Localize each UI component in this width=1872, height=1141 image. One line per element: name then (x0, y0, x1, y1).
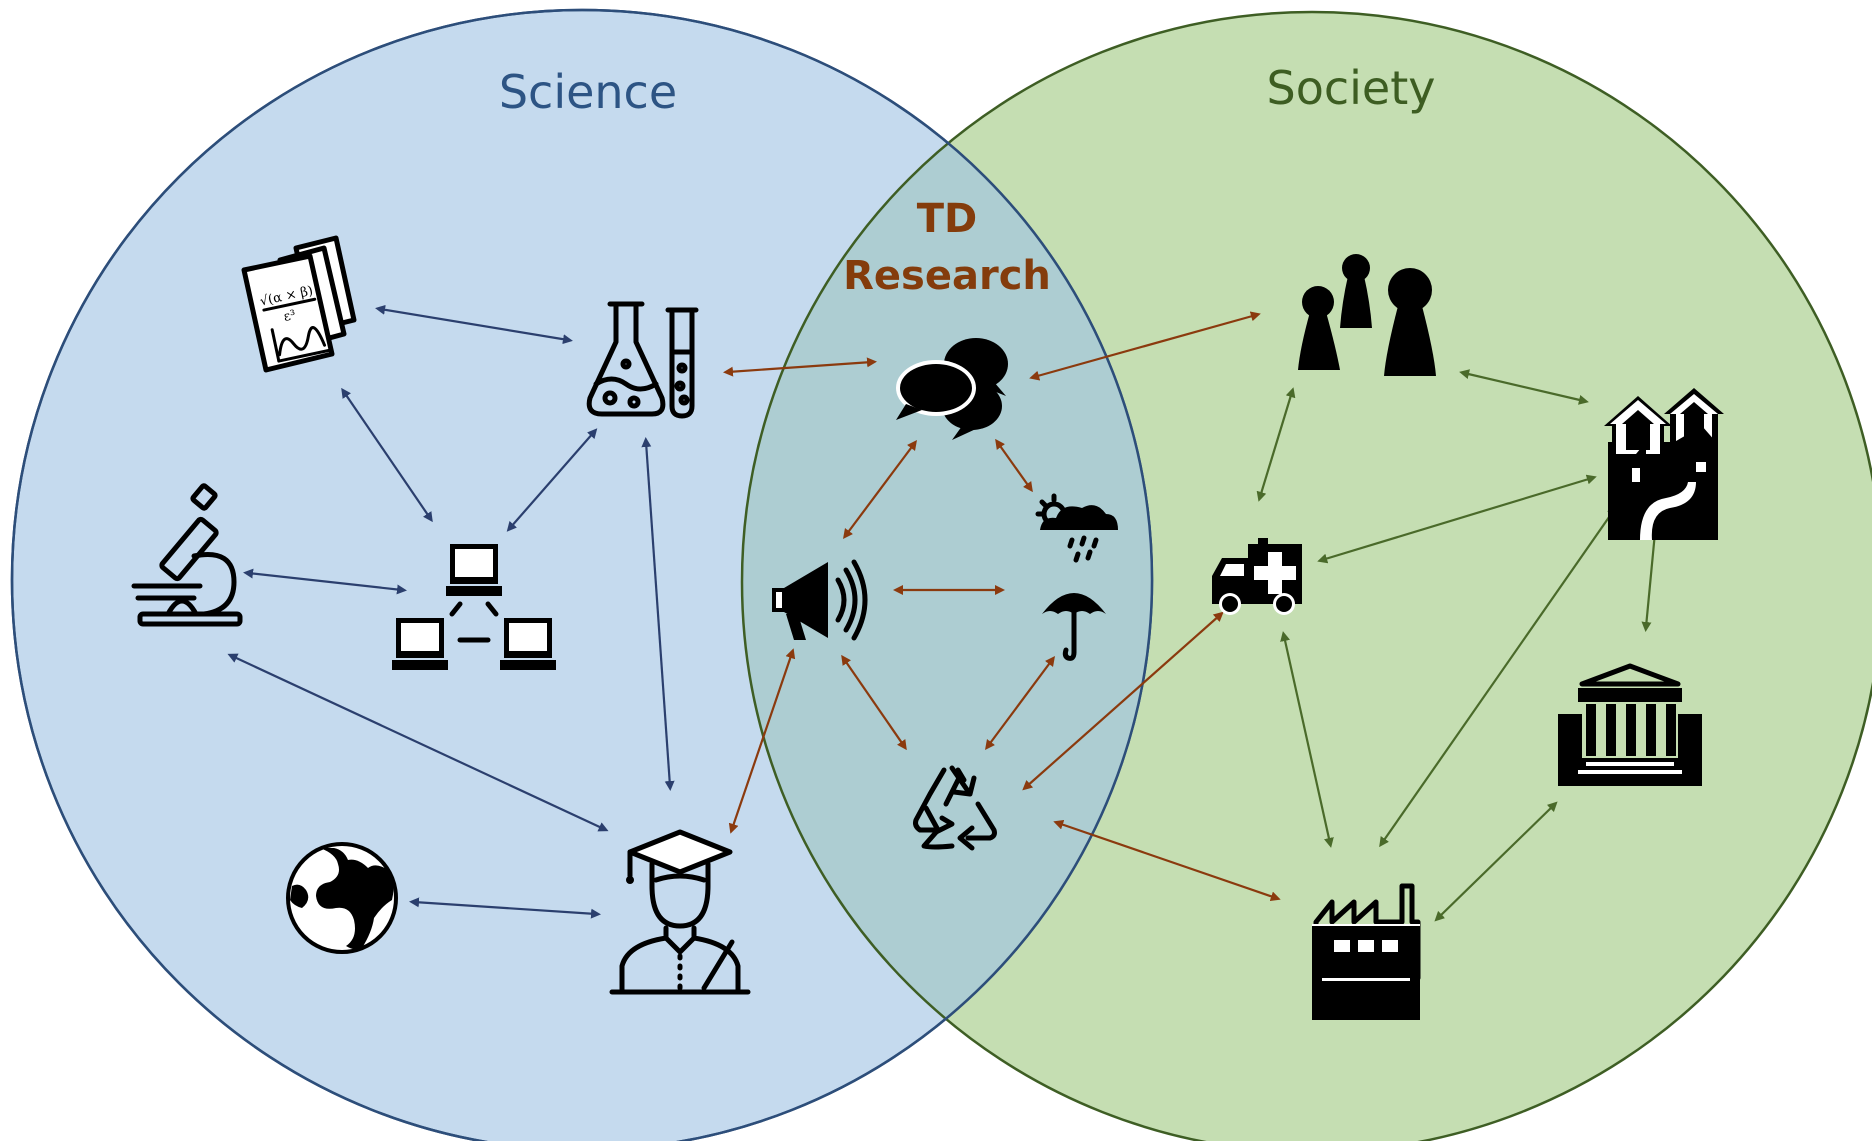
houses-icon (1604, 388, 1724, 540)
science-arrow (641, 437, 675, 791)
science-label: Science (499, 65, 677, 119)
formula-denominator: ε³ (282, 308, 297, 325)
documents-icon: √(α × β) ε³ (241, 235, 357, 373)
society-arrow (1280, 631, 1334, 848)
society-label: Society (1267, 61, 1436, 115)
society-arrows (1256, 369, 1663, 922)
weather-icon (1035, 493, 1118, 563)
td-arrow (1053, 819, 1281, 902)
government-building-icon (1558, 663, 1702, 786)
td-arrow (1029, 311, 1261, 381)
recycle-icon (913, 765, 997, 851)
speech-bubbles-icon (896, 338, 1008, 440)
people-icon (1298, 254, 1436, 376)
td-arrow (728, 648, 796, 834)
society-arrow (1256, 387, 1296, 502)
globe-icon (286, 842, 398, 954)
science-arrow (227, 653, 609, 832)
td-arrow (995, 438, 1033, 493)
lab-flasks-icon (586, 301, 699, 419)
td-arrow (841, 654, 907, 751)
science-arrow (409, 897, 601, 919)
td-arrow (843, 439, 917, 540)
umbrella-icon (1042, 593, 1106, 661)
td-arrows (723, 311, 1281, 902)
science-arrow (243, 568, 407, 595)
ambulance-icon (1212, 538, 1302, 615)
td-arrow (723, 357, 877, 377)
society-arrow (1434, 801, 1558, 922)
graduate-icon (609, 829, 751, 995)
td-label-line2: Research (843, 253, 1051, 299)
td-overlap (740, 10, 1152, 1141)
microscope-icon (131, 483, 243, 627)
science-arrow (375, 304, 573, 345)
society-arrow (1459, 369, 1589, 405)
megaphone-icon (772, 559, 868, 641)
science-circle-outline (10, 8, 1154, 1141)
science-arrow (341, 387, 433, 523)
td-label-line1: TD (917, 196, 978, 242)
science-arrow (506, 428, 598, 532)
computer-network-icon (392, 544, 556, 670)
td-arrow (1022, 611, 1224, 791)
science-arrows (227, 304, 675, 919)
factory-icon (1312, 883, 1421, 1020)
society-arrow (1379, 505, 1617, 848)
